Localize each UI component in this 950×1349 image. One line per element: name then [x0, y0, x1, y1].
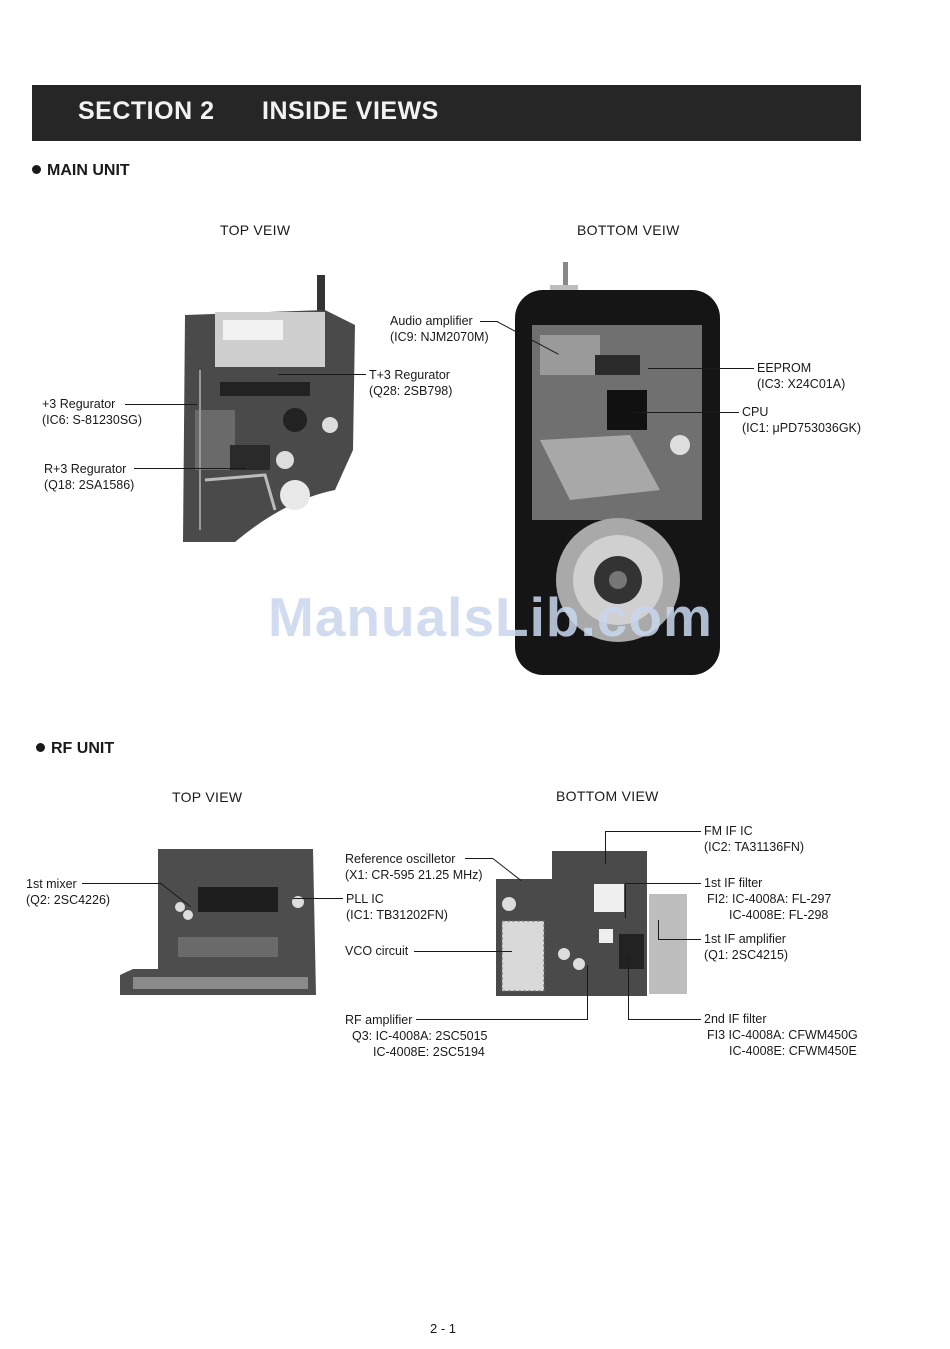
section-banner: SECTION 2 INSIDE VIEWS — [32, 85, 861, 141]
callout-vco-circuit: VCO circuit — [345, 944, 409, 958]
callout-1st-if-filter: 1st IF filter FI2: IC-4008A: FL-297 IC-4… — [704, 876, 832, 922]
callout-pll-ic: PLL IC (IC1: TB31202FN) — [346, 892, 448, 922]
bullet-icon — [36, 743, 45, 753]
main-unit-bottom-photo — [515, 262, 720, 675]
main-unit-top-photo — [183, 275, 355, 542]
section-number: SECTION 2 — [78, 97, 215, 125]
callout-audio-amplifier: Audio amplifier (IC9: NJM2070M) — [390, 314, 489, 344]
callout-reference-oscillator: Reference oscilletor (X1: CR-595 21.25 M… — [345, 852, 483, 882]
main-top-view-label: TOP VEIW — [220, 222, 291, 238]
watermark: ManualsLib.com — [268, 586, 713, 648]
rf-top-view-label: TOP VIEW — [172, 789, 243, 805]
main-unit-heading: MAIN UNIT — [32, 162, 130, 180]
callout-plus3-regurator: +3 Regurator (IC6: S-81230SG) — [42, 397, 143, 427]
main-bottom-view-label: BOTTOM VEIW — [577, 222, 680, 238]
callout-2nd-if-filter: 2nd IF filter FI3 IC-4008A: CFWM450G IC-… — [704, 1012, 858, 1058]
bullet-icon — [32, 165, 41, 175]
section-title: INSIDE VIEWS — [262, 97, 439, 125]
page-number: 2 - 1 — [430, 1321, 457, 1336]
rf-bottom-view-label: BOTTOM VIEW — [556, 788, 659, 804]
callout-fm-if-ic: FM IF IC (IC2: TA31136FN) — [704, 824, 805, 854]
callout-cpu: CPU (IC1: μPD753036GK) — [742, 405, 862, 435]
callout-1st-if-amplifier: 1st IF amplifier (Q1: 2SC4215) — [704, 932, 789, 962]
rf-unit-bottom-photo — [496, 851, 687, 996]
callout-1st-mixer: 1st mixer (Q2: 2SC4226) — [26, 877, 111, 907]
callout-eeprom: EEPROM (IC3: X24C01A) — [757, 361, 846, 391]
rf-unit-heading: RF UNIT — [36, 740, 114, 758]
rf-unit-top-photo — [120, 849, 316, 995]
callout-t3-regurator: T+3 Regurator (Q28: 2SB798) — [369, 368, 453, 398]
callout-r3-regurator: R+3 Regurator (Q18: 2SA1586) — [44, 462, 135, 492]
callout-rf-amplifier: RF amplifier Q3: IC-4008A: 2SC5015 IC-40… — [345, 1013, 488, 1059]
